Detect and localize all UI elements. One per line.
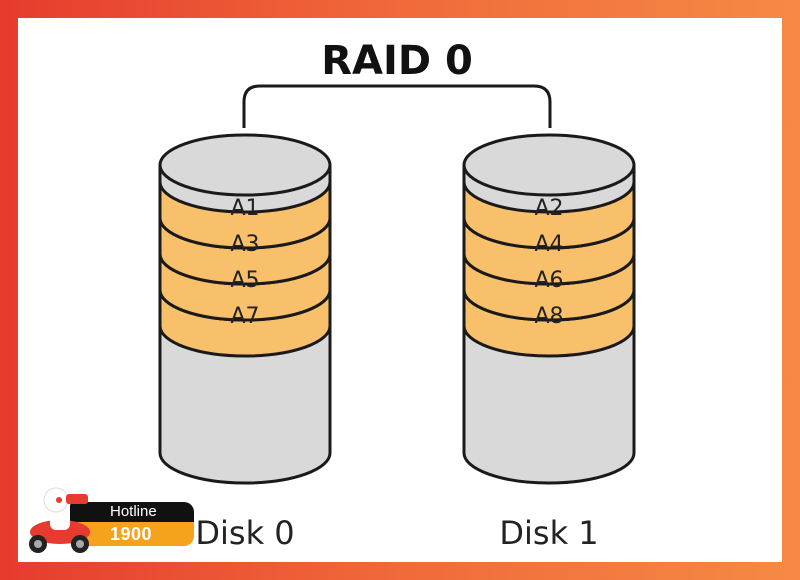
raid-connector-line (242, 84, 552, 128)
data-block-label: A8 (534, 304, 563, 329)
diagram-panel (18, 18, 782, 562)
data-block-label: A1 (230, 196, 259, 221)
disk-top (462, 133, 636, 197)
disk-top (158, 133, 332, 197)
data-block-label: A2 (534, 196, 563, 221)
diagram-title: RAID 0 (321, 38, 473, 84)
data-block-label: A6 (534, 268, 563, 293)
hotline-tag: Hotline 1900 6076 (70, 502, 194, 546)
data-block-label: A3 (230, 232, 259, 257)
data-block-label: A5 (230, 268, 259, 293)
disk-label: Disk 1 (499, 514, 598, 552)
disk-label: Disk 0 (195, 514, 294, 552)
hotline-label: Hotline (70, 502, 194, 522)
scooter-mascot-icon (29, 487, 90, 553)
data-block-label: A7 (230, 304, 259, 329)
hotline-number[interactable]: 1900 6076 (70, 522, 194, 546)
hotline-badge[interactable]: Hotline 1900 6076 (22, 484, 194, 556)
data-block-band (158, 181, 332, 250)
data-block-band (462, 181, 636, 250)
data-block-label: A4 (534, 232, 563, 257)
